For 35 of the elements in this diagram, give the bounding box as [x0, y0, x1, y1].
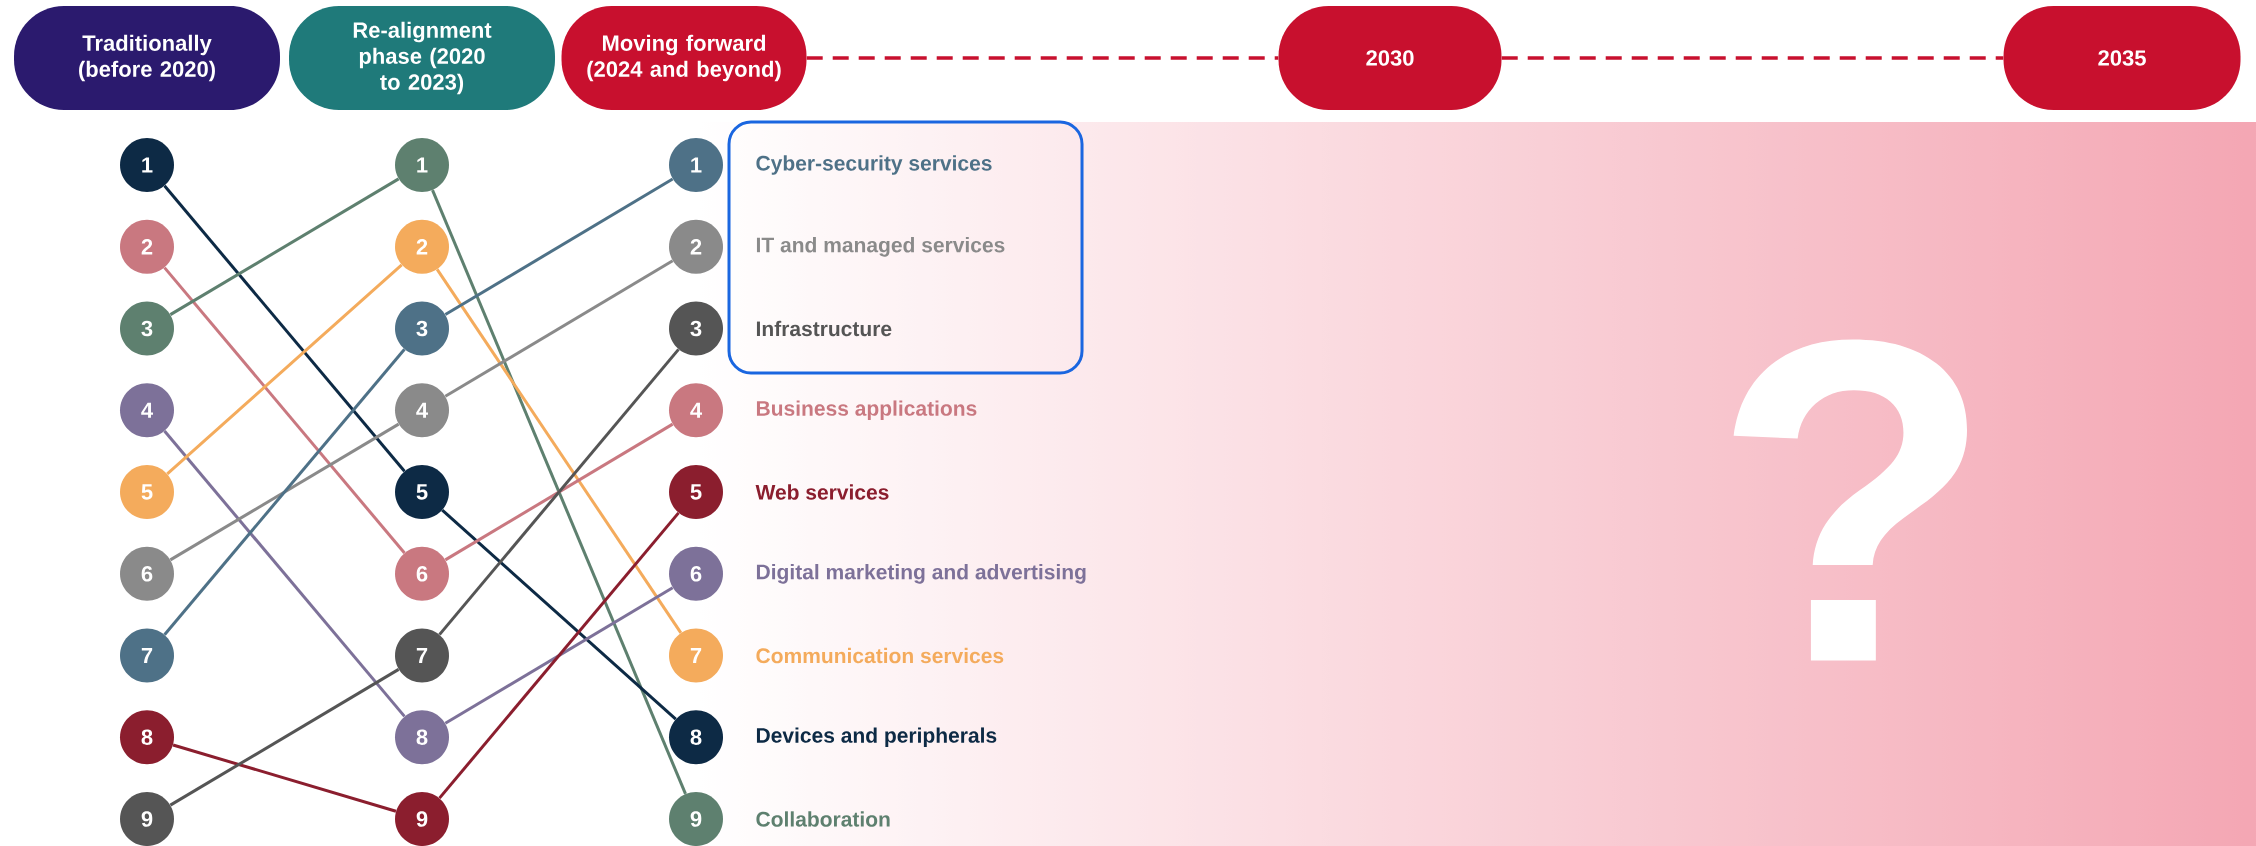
- connector-line: [438, 348, 680, 636]
- phase-pill: 2030: [1278, 6, 1502, 110]
- connector-line: [444, 177, 674, 316]
- connector-line: [163, 266, 406, 554]
- connector-line: [163, 184, 406, 473]
- connector-line: [163, 348, 406, 636]
- connector-line: [166, 263, 403, 476]
- connector-line: [435, 268, 683, 634]
- phase-pill: Traditionally (before 2020): [14, 6, 280, 110]
- category-label: Digital marketing and advertising: [756, 564, 1086, 584]
- category-label: IT and managed services: [756, 236, 1005, 257]
- connector-line: [444, 259, 674, 398]
- category-label: Web services: [755, 484, 889, 500]
- connector-line: [163, 430, 406, 718]
- question-mark: ?: [1733, 339, 1967, 661]
- connector-line: [438, 511, 680, 800]
- connector-line: [169, 422, 400, 562]
- phase-pill: Re-alignment phase (2020 to 2023): [289, 6, 555, 110]
- dashed-connector: [1501, 56, 2004, 60]
- connector-line: [431, 189, 687, 795]
- category-label: Cyber-security services: [756, 155, 992, 175]
- category-label: Communication services: [756, 647, 1004, 664]
- connector-line: [169, 177, 400, 316]
- connector-line: [441, 509, 677, 721]
- phase-pill: 2035: [2003, 6, 2241, 110]
- category-label: Collaboration: [756, 811, 890, 827]
- connector-line: [169, 668, 400, 807]
- category-label: Devices and peripherals: [756, 727, 997, 747]
- category-label: Infrastructure: [756, 320, 892, 337]
- category-label: Business applications: [756, 400, 977, 420]
- dashed-connector: [806, 56, 1279, 60]
- connector-line: [444, 586, 674, 725]
- phase-pill: Moving forward (2024 and beyond): [561, 6, 807, 110]
- connector-line: [444, 422, 674, 562]
- connector-line: [172, 743, 397, 813]
